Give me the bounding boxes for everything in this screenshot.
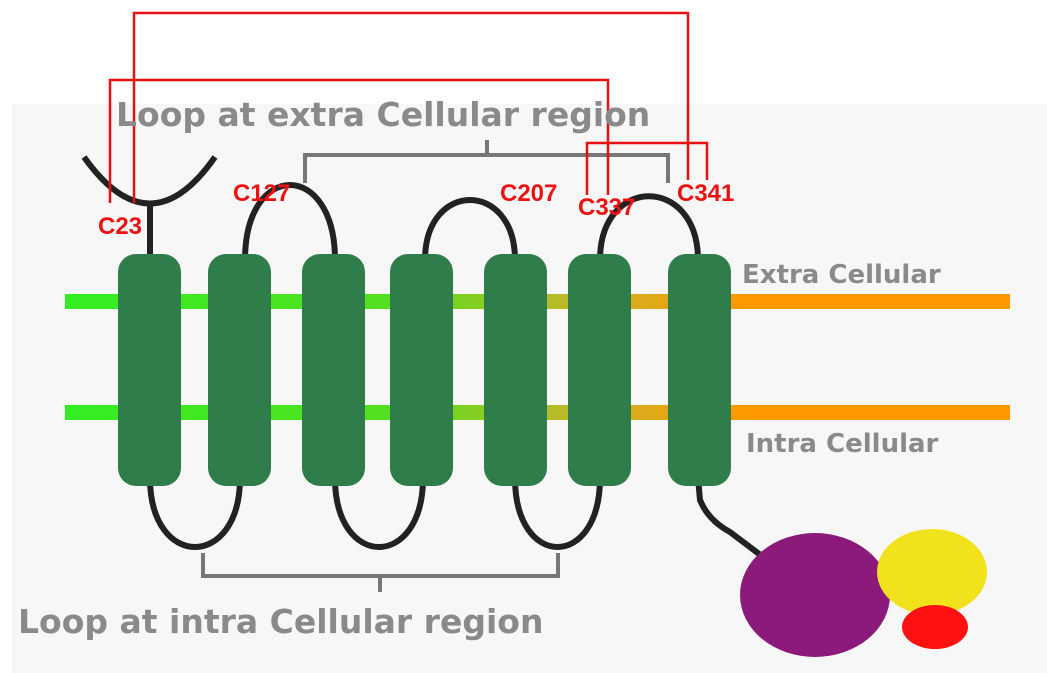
intracellular-loop-3 bbox=[512, 477, 603, 550]
intracellular-loop-label: Loop at intra Cellular region bbox=[18, 602, 543, 641]
helix-5 bbox=[484, 254, 547, 486]
extracellular-loop-3 bbox=[597, 193, 701, 261]
cysteine-label-c23: C23 bbox=[98, 213, 142, 240]
intracellular-loop-2 bbox=[332, 477, 426, 550]
intracellular-loop-1 bbox=[147, 477, 243, 550]
intracellular-label: Intra Cellular bbox=[746, 429, 939, 459]
g-protein-beta bbox=[877, 529, 987, 615]
disulfide-bond-c23-c341 bbox=[132, 11, 690, 203]
extracellular-label: Extra Cellular bbox=[742, 260, 941, 290]
helix-7 bbox=[668, 254, 731, 486]
g-protein-gamma bbox=[902, 605, 968, 649]
helix-4 bbox=[390, 254, 453, 486]
cysteine-label-c207: C207 bbox=[500, 180, 557, 207]
intracellular-loop-bracket bbox=[201, 553, 560, 592]
helix-2 bbox=[208, 254, 271, 486]
extracellular-loop-bracket bbox=[303, 140, 670, 183]
disulfide-bond-c23-c337 bbox=[108, 78, 610, 203]
extracellular-loop-1 bbox=[242, 182, 338, 261]
helix-6 bbox=[568, 254, 631, 486]
disulfide-bond-c337-c341 bbox=[585, 141, 709, 195]
cysteine-label-c127: C127 bbox=[233, 180, 290, 207]
extracellular-loop-2 bbox=[422, 197, 518, 261]
helix-1 bbox=[118, 254, 181, 486]
cysteine-label-c341: C341 bbox=[677, 180, 734, 207]
helix-3 bbox=[302, 254, 365, 486]
c-terminal-tail bbox=[695, 477, 777, 569]
extracellular-loop-label: Loop at extra Cellular region bbox=[116, 95, 650, 134]
cysteine-label-c337: C337 bbox=[578, 194, 635, 221]
helices bbox=[118, 254, 731, 486]
g-protein-alpha bbox=[740, 533, 890, 657]
